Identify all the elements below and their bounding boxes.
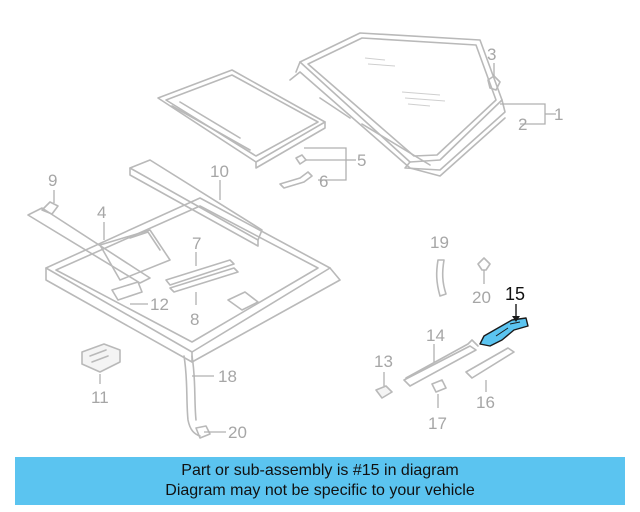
callout-15[interactable]: 15 [505, 284, 525, 304]
sunroof-frame [27, 197, 341, 363]
callout-11: 11 [91, 388, 109, 407]
callout-13: 13 [374, 352, 393, 371]
part-13-block [375, 385, 393, 399]
callout-5: 5 [357, 151, 366, 170]
part-15-highlighted-link[interactable] [479, 304, 529, 347]
callout-6: 6 [319, 172, 328, 191]
callout-7: 7 [192, 234, 201, 253]
part-16-rail [465, 347, 515, 379]
callout-4: 4 [97, 203, 106, 222]
part-3-fastener [487, 63, 501, 91]
banner-line-2: Diagram may not be specific to your vehi… [165, 482, 475, 499]
sunroof-parts-diagram: 1 2 3 4 5 6 7 8 9 10 11 12 13 14 15 16 1… [27, 32, 563, 442]
part-5-clip [295, 154, 307, 165]
callout-14: 14 [426, 326, 445, 345]
callout-19: 19 [430, 233, 449, 252]
callout-12: 12 [150, 295, 169, 314]
info-banner: Part or sub-assembly is #15 in diagram D… [15, 457, 625, 505]
callout-16: 16 [476, 393, 495, 412]
callout-18: 18 [218, 367, 237, 386]
part-7-8-slide-rails [165, 259, 239, 293]
part-20-clip-right [477, 257, 491, 284]
callout-10: 10 [210, 162, 229, 181]
part-9-connector [41, 201, 59, 215]
callout-2: 2 [518, 115, 527, 134]
banner-line-1: Part or sub-assembly is #15 in diagram [181, 462, 459, 479]
callout-1: 1 [554, 105, 563, 124]
part-18-drain-hose [183, 355, 211, 439]
callout-8: 8 [190, 310, 199, 329]
part-11-motor [81, 343, 121, 373]
callout-17: 17 [428, 414, 447, 433]
callout-9: 9 [48, 171, 57, 190]
sunshade-panel [157, 69, 326, 169]
glass-panel-assembly [289, 32, 506, 177]
part-10-front-rail [129, 159, 263, 247]
leader-lines [53, 103, 556, 433]
part-19-hose [435, 259, 447, 297]
part-17-bracket [431, 379, 447, 393]
part-6-handle [279, 171, 313, 189]
callout-3: 3 [487, 45, 496, 64]
callout-20-right: 20 [472, 288, 491, 307]
part-14-guide-rail [403, 339, 479, 387]
callout-numbers: 1 2 3 4 5 6 7 8 9 10 11 12 13 14 15 16 1… [48, 45, 563, 442]
callout-20-left: 20 [228, 423, 247, 442]
